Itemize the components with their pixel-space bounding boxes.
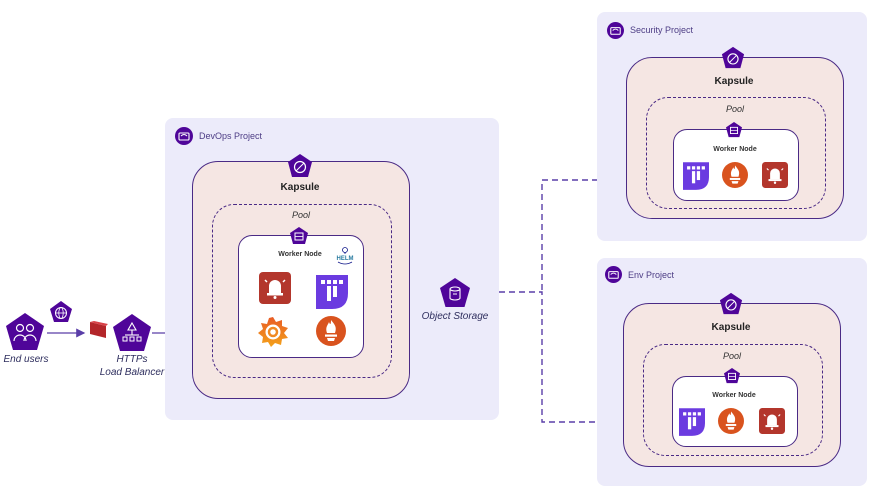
env-project-title: Env Project [628, 270, 675, 280]
kapsule-icon [719, 292, 743, 315]
project-icon [607, 22, 624, 39]
users-icon[interactable] [6, 313, 44, 351]
firewall-icon [90, 321, 108, 338]
lb-label-line1: HTTPs [116, 354, 148, 365]
thanos-icon[interactable] [683, 162, 709, 190]
worker-node-icon [724, 368, 740, 384]
helm-icon: HELM [337, 247, 354, 265]
prometheus-icon[interactable] [718, 408, 744, 434]
object-storage-label: Object Storage [421, 311, 489, 322]
security-worker-node-title: Worker Node [713, 146, 757, 153]
alertmanager-icon[interactable] [762, 162, 788, 188]
prometheus-icon[interactable] [316, 316, 346, 346]
worker-node-icon [726, 122, 742, 138]
env-pool [643, 344, 823, 456]
grafana-icon[interactable] [257, 316, 289, 348]
devops-pool-title: Pool [291, 210, 310, 220]
thanos-icon[interactable] [679, 408, 705, 436]
end-users-label: End users [3, 354, 49, 365]
security-project-title: Security Project [630, 25, 694, 35]
worker-node-icon [290, 227, 308, 244]
env-kapsule-title: Kapsule [711, 322, 751, 333]
security-pool-title: Pool [725, 104, 744, 114]
thanos-icon[interactable] [316, 275, 348, 309]
kapsule-icon [721, 46, 745, 69]
project-icon [175, 127, 193, 145]
devops-kapsule-title: Kapsule [280, 182, 320, 193]
env-pool-title: Pool [722, 351, 741, 361]
env-worker-node-title: Worker Node [712, 392, 756, 399]
alertmanager-icon[interactable] [759, 408, 785, 434]
helm-label: HELM [337, 256, 354, 262]
alertmanager-icon[interactable] [259, 272, 291, 304]
project-icon [605, 266, 622, 283]
devops-project-title: DevOps Project [199, 131, 263, 141]
devops-pool [212, 204, 392, 378]
devops-worker-node-title: Worker Node [278, 251, 322, 258]
object-storage-icon[interactable] [440, 278, 470, 308]
kapsule-icon [288, 154, 312, 177]
load-balancer-icon[interactable] [113, 314, 151, 352]
prometheus-icon[interactable] [722, 162, 748, 188]
globe-icon [50, 301, 72, 322]
security-kapsule-title: Kapsule [714, 76, 754, 87]
lb-label-line2: Load Balancer [99, 367, 165, 378]
edge-env-to-storage [474, 287, 675, 423]
security-pool [646, 97, 826, 209]
